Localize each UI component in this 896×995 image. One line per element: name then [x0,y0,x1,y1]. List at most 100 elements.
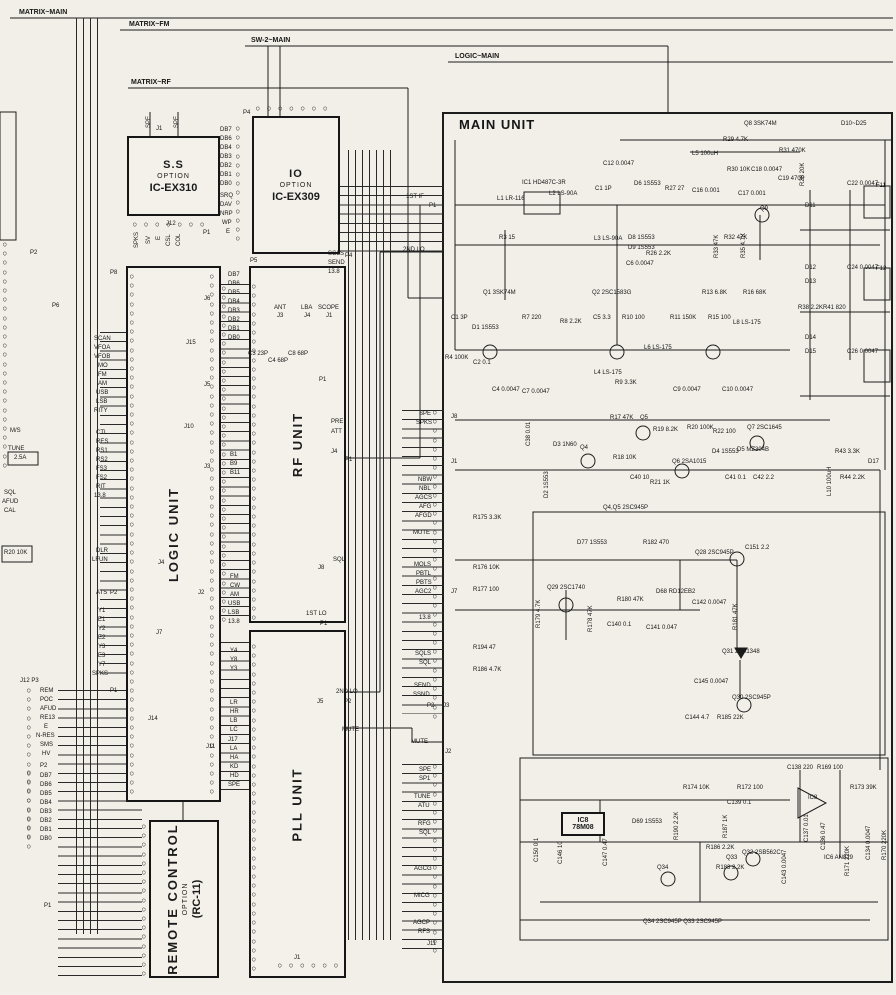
schematic-label: C12 0.0047 [603,161,635,167]
schematic-label: AGCP [413,920,431,926]
schematic-label: J15 [186,340,196,346]
schematic-label: R177 100 [473,587,500,593]
schematic-label: Y2 [98,626,106,632]
schematic-label: P1 [110,688,118,694]
schematic-label: Q1 3SK74M [483,290,516,296]
schematic-label: C141 0.047 [646,625,678,631]
logic-unit-block: LOGIC UNIT [126,266,221,802]
schematic-label: SSND [413,692,430,698]
schematic-label: Q5 [640,415,649,421]
schematic-label: P5 [250,258,258,264]
schematic-label: VFOA [94,345,111,351]
schematic-label: P1 [44,903,52,909]
schematic-label: P1 [429,203,437,209]
schematic-label: Q4 [580,445,589,451]
connector-pin-strip: ○ ○ ○ ○ ○ ○ ○ ○ ○ ○ ○ ○ ○ ○ ○ ○ ○ [142,823,146,978]
schematic-label: SPKS [134,231,140,248]
wire-bundle-main-stubs-lower [402,764,444,954]
pll-unit-block-stack: PLL UNIT [290,767,305,841]
schematic-label: DAV [220,202,232,208]
schematic-label: DB1 [220,172,232,178]
schematic-label: C3 23P [248,351,269,357]
schematic-label: D2 1S553 [544,471,550,498]
schematic-label: P1 [203,230,211,236]
ss-option-block-label: S.S [163,158,184,171]
schematic-label: TUNE [8,446,25,452]
schematic-label: AM [98,381,107,387]
schematic-label: PRE [331,419,344,425]
schematic-label: SQL [333,557,346,563]
schematic-label: D9 1S553 [628,245,655,251]
schematic-label: R32 47K [724,235,748,241]
schematic-label: RITY [94,408,108,414]
schematic-label: R20 100K [687,425,714,431]
schematic-label: R15 100 [708,315,731,321]
schematic-label: DLR [96,548,109,554]
schematic-label: ATT [331,429,342,435]
schematic-label: R33 47K [714,234,720,258]
schematic-label: R18 10K [613,455,637,461]
schematic-label: R178 47K [588,605,594,632]
schematic-label: D6 1S553 [634,181,661,187]
schematic-label: PBTS [416,580,432,586]
schematic-label: 1ST IF [406,194,424,200]
schematic-label: R169 100 [817,765,844,771]
schematic-label: R170 220K [882,829,888,860]
connector-pin-strip: ○ ○ ○ ○ ○ ○ ○ ○ ○ ○ ○ ○ ○ ○ ○ ○ ○ ○ ○ ○ … [222,285,226,624]
schematic-label: L6 LS-175 [644,345,672,351]
schematic-label: R22 100 [713,429,736,435]
schematic-label: R21 1K [650,480,671,486]
schematic-label: L1 LR-116 [497,196,525,202]
schematic-label: SP1 [419,776,431,782]
schematic-label: AFG [419,504,432,510]
schematic-label: SV [146,235,152,244]
schematic-label: DB1 [40,827,52,833]
schematic-label: CSL [166,234,172,246]
connector-pin-strip: ○ ○ ○ ○ ○ ○ [278,962,340,969]
schematic-label: C143 0.0047 [782,849,788,884]
schematic-label: L5 100uH [692,151,719,157]
schematic-label: REM [40,688,54,694]
schematic-label: R27 27 [665,186,685,192]
schematic-label: R180 47K [617,597,644,603]
schematic-label: R43 3.3K [835,449,861,455]
schematic-label: RIT [96,484,106,490]
schematic-label: AM [230,592,239,598]
schematic-label: R29 4.7K [723,137,749,143]
schematic-label: Y4 [230,648,238,654]
schematic-label: SCAN [94,336,111,342]
schematic-label: J14 [148,716,158,722]
schematic-label: L8 LS-175 [733,320,761,326]
schematic-label: SPE [146,115,152,128]
schematic-label: Q33 [726,855,738,861]
schematic-label: C8 68P [288,351,309,357]
schematic-label: R28 20K [800,162,806,186]
schematic-label: 13.8 [94,493,106,499]
schematic-label: FM [230,574,239,580]
schematic-label: ATU [418,803,430,809]
schematic-label: LSB [228,610,240,616]
schematic-label: ATS [96,590,108,596]
schematic-label: R190 2.2K [674,811,680,840]
schematic-label: C17 0.001 [738,191,766,197]
schematic-label: D15 [805,349,817,355]
schematic-label: HD [230,773,239,779]
io-option-block-label: OPTION [279,181,313,189]
schematic-label: MOLS [414,562,432,568]
schematic-label: R7 220 [522,315,542,321]
bus-label: MATRIX~FM [126,21,173,28]
schematic-label: MUTE [413,530,430,536]
rf-unit-block: RF UNIT [249,266,346,623]
schematic-label: USB [228,601,241,607]
schematic-label: D77 1S553 [577,540,608,546]
schematic-label: WP [222,220,232,226]
connector-pin-strip: ○ ○ ○ ○ ○ ○ ○ ○ ○ [27,769,31,850]
schematic-label: L2 LS-90A [549,191,578,197]
schematic-label: E [44,724,49,730]
wire-bundle-vertical-riser [348,150,392,940]
schematic-label: P6 [52,303,60,309]
schematic-label: R179 4.7K [536,599,542,628]
schematic-label: R20 10K [4,550,28,556]
schematic-label: SPE [174,115,180,128]
